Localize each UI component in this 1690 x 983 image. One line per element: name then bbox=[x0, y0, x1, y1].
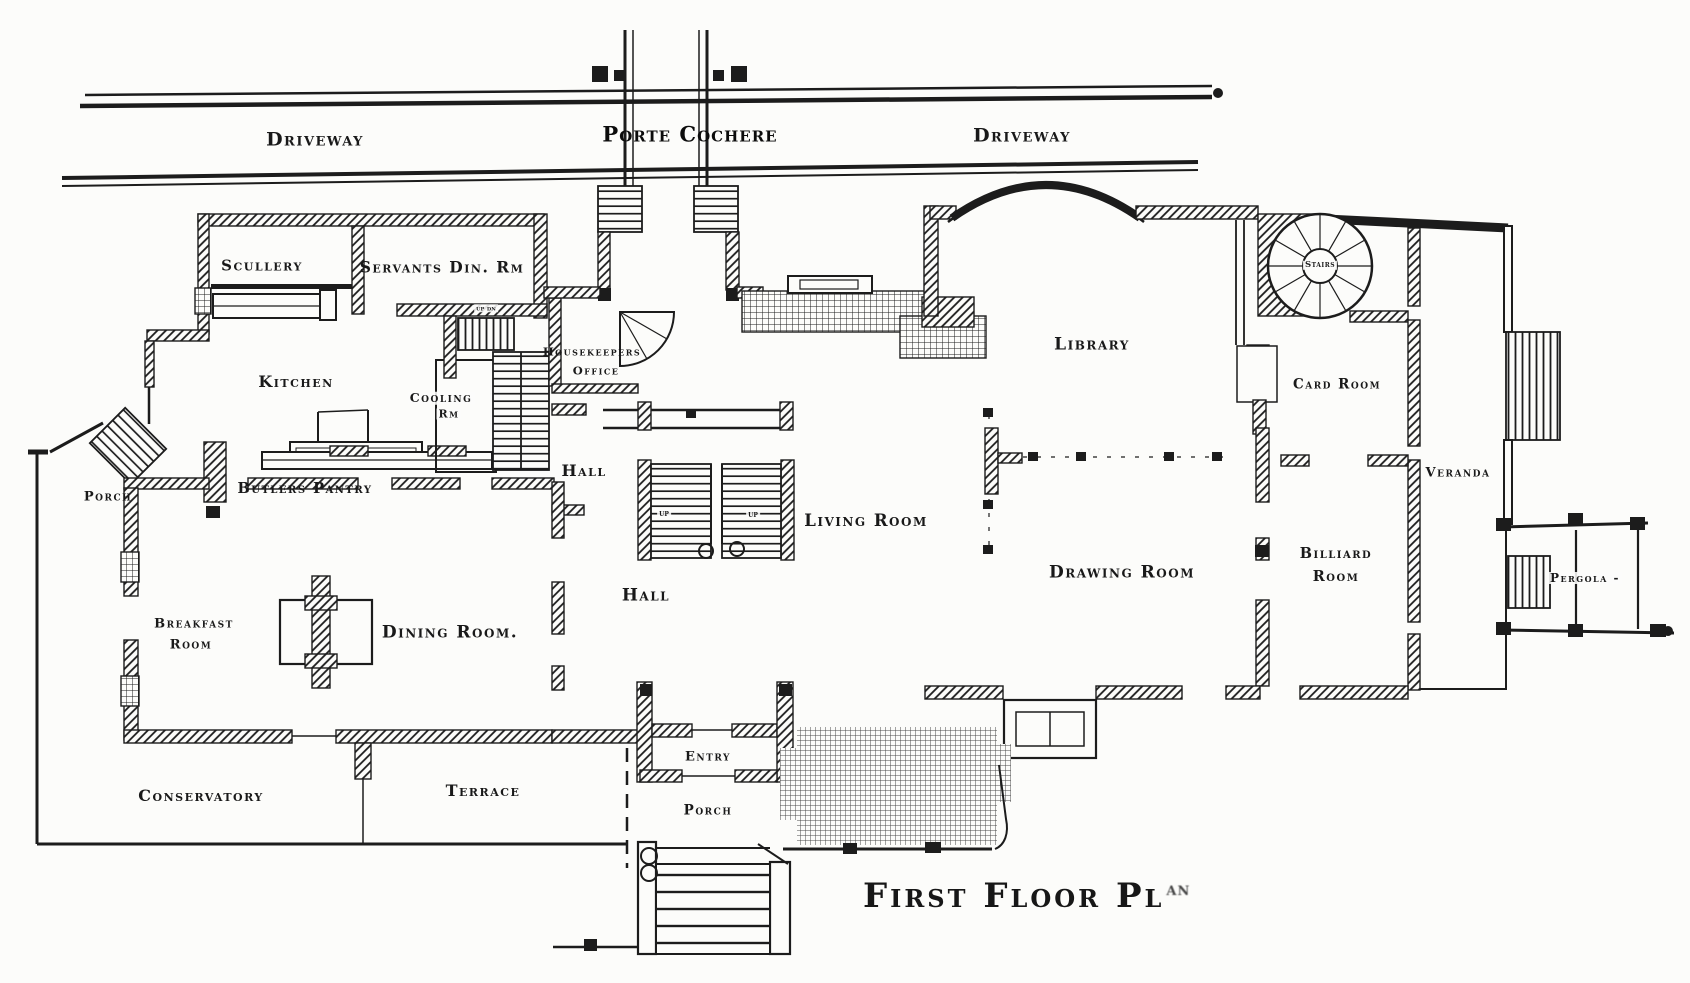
room-label-housekeepers-office: Office bbox=[572, 363, 620, 378]
room-label-cooling-rm: Rm bbox=[436, 407, 462, 421]
back-stairs-label: up dn bbox=[474, 303, 498, 313]
room-label-billiard: Billiard bbox=[1299, 544, 1373, 562]
driveway-left-label: Driveway bbox=[266, 128, 364, 151]
stairs-up-right-label: up bbox=[746, 509, 760, 519]
porch-south-label: Porch bbox=[683, 802, 733, 819]
spiral-stairs-label: Stairs bbox=[1302, 259, 1338, 270]
room-label-library: Library bbox=[1054, 334, 1130, 355]
back-stairs bbox=[435, 286, 764, 473]
porte-cochere-structure bbox=[592, 30, 747, 301]
room-label-billiard-room: Room bbox=[1312, 567, 1360, 585]
room-label-entry: Entry bbox=[685, 749, 731, 765]
stairs-up-left-label: up bbox=[657, 508, 671, 518]
driveway-right-label: Driveway bbox=[973, 124, 1071, 147]
room-label-card-room: Card Room bbox=[1292, 376, 1382, 393]
terrace-label: Terrace bbox=[445, 781, 521, 800]
room-label-drawing-room: Drawing Room bbox=[1049, 562, 1195, 583]
porte-cochere-label: Porte Cochere bbox=[602, 121, 778, 147]
room-label-breakfast: Breakfast bbox=[154, 616, 234, 632]
conservatory-label: Conservatory bbox=[138, 786, 264, 805]
library-block bbox=[741, 181, 1259, 359]
porch-west-label: Porch bbox=[83, 489, 133, 505]
veranda-label: Veranda bbox=[1425, 465, 1491, 481]
driveway-lines bbox=[61, 84, 1223, 187]
room-label-housekeepers: Housekeepers bbox=[542, 344, 642, 359]
room-label-cooling: Cooling bbox=[407, 389, 475, 405]
colonnade bbox=[983, 408, 1225, 555]
east-walls bbox=[1255, 225, 1675, 691]
caption-suffix: an bbox=[1166, 877, 1191, 900]
entry-porch bbox=[551, 681, 794, 956]
room-label-dining-room: Dining Room. bbox=[381, 622, 519, 643]
room-label-living-room: Living Room bbox=[804, 510, 928, 530]
room-label-servants-dining: Servants Din. Rm bbox=[359, 257, 525, 277]
room-label-hall-lower: Hall bbox=[621, 585, 671, 606]
west-porch bbox=[28, 406, 168, 486]
kitchen-area bbox=[203, 409, 493, 518]
main-stairs bbox=[551, 401, 795, 561]
caption-title: First Floor Pl bbox=[863, 876, 1165, 916]
west-block-walls bbox=[35, 452, 628, 846]
room-label-scullery: Scullery bbox=[221, 256, 303, 275]
room-label-breakfast-room: Room bbox=[169, 637, 213, 653]
room-label-hall-upper: Hall bbox=[561, 461, 607, 480]
south-terrace bbox=[780, 685, 1409, 854]
room-label-kitchen: Kitchen bbox=[258, 372, 334, 391]
pergola-label: Pergola - bbox=[1547, 571, 1623, 585]
spiral-stairs bbox=[1235, 212, 1509, 435]
room-label-butlers-pantry: Butlers Pantry bbox=[237, 479, 373, 497]
